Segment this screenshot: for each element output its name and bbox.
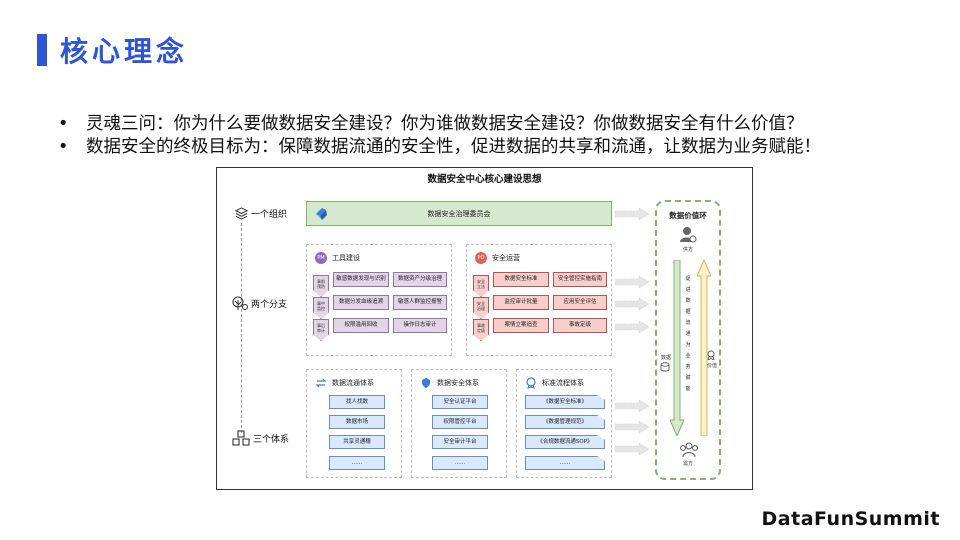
- flow-arrow-icon: [615, 421, 649, 433]
- flow-vertical-text: 促进数据流通为业务赋能: [685, 276, 691, 392]
- pm-item: 权限滥用回收: [333, 318, 389, 333]
- value-side-label: 价值: [706, 363, 717, 369]
- po-item: 应用安全评估: [553, 295, 607, 310]
- row-label-system-text: 三个体系: [253, 434, 290, 445]
- database-icon: [660, 362, 670, 372]
- pm-title: 工具建设: [332, 254, 360, 262]
- system-panel-title: 标准流程体系: [525, 377, 584, 389]
- value-loop-panel: 数据价值环 供方 促进数据流通为业务赋能 数据 价值 需方: [655, 200, 721, 480]
- supplier-label: 供方: [682, 247, 693, 253]
- system-item: 安全审计平台: [432, 435, 488, 449]
- pm-panel: PM 工具建设 事前预防 事中监控 事后审计 敏感数据发现与识别 数据资产分级治…: [306, 244, 452, 356]
- flow-arrow-icon: [615, 443, 649, 455]
- row-label-system: 三个体系: [232, 430, 289, 446]
- pm-item: 操作日志审计: [393, 318, 447, 333]
- po-item: 安全管控实施指南: [553, 272, 607, 287]
- po-item: 案情立案追查: [493, 318, 549, 333]
- row-label-branch-text: 两个分支: [251, 300, 288, 310]
- data-side-label: 数据: [660, 355, 671, 361]
- system-item: ......: [525, 456, 605, 470]
- demander-label: 需方: [682, 461, 693, 467]
- pm-item: 敏感人群监控报警: [393, 295, 447, 310]
- pm-item: 数据资产分级治理: [393, 272, 447, 287]
- system-panel-title: 数据安全体系: [420, 377, 479, 389]
- row-label-branch: 两个分支: [232, 296, 287, 311]
- system-item: 共享灵通穗: [329, 435, 385, 449]
- system-item: ......: [432, 456, 488, 470]
- sprout-icon: [232, 296, 248, 310]
- bullet-item: 灵魂三问：你为什么要做数据安全建设？你为谁做数据安全建设？你做数据安全有什么价值…: [58, 113, 938, 136]
- bullet-list: 灵魂三问：你为什么要做数据安全建设？你为谁做数据安全建设？你做数据安全有什么价值…: [58, 113, 938, 159]
- po-stage-chevron: 安全立法: [473, 275, 489, 297]
- page-title: 核心理念: [60, 35, 189, 68]
- po-stage-chevron: 安全治理: [473, 297, 489, 319]
- system-panel: 数据安全体系 安全认证平台 权限管控平台 安全审计平台 ......: [411, 369, 507, 478]
- supplier-icon: [680, 227, 697, 243]
- system-title: 数据流通体系: [332, 379, 374, 387]
- po-item: 数据安全标准: [493, 272, 549, 287]
- system-item: ......: [329, 456, 385, 470]
- row-label-org: 一个组织: [235, 207, 287, 220]
- flow-arrow-icon: [615, 298, 649, 310]
- system-panel: 标准流程体系 《数据安全标准》 《数据管理规范》 《合规数据流通SOP》 ...…: [516, 369, 612, 478]
- up-flow-arrow-icon: [697, 260, 711, 436]
- po-item: 事故定级: [553, 318, 607, 333]
- pm-item: 数据分发血缘追溯: [333, 295, 389, 310]
- cubes-icon: [232, 430, 250, 446]
- flow-arrow-icon: [615, 276, 649, 288]
- flow-arrow-icon: [615, 208, 649, 220]
- po-badge: PO: [475, 252, 487, 264]
- org-committee-bar: 数据安全治理委员会: [306, 201, 612, 226]
- po-panel-title: PO 安全运营: [475, 252, 520, 264]
- layers-icon: [235, 207, 248, 220]
- pm-panel-title: PM 工具建设: [315, 252, 360, 264]
- badge-icon: [526, 377, 536, 389]
- system-title: 标准流程体系: [542, 379, 584, 387]
- system-item: 安全认证平台: [432, 395, 488, 409]
- system-panel-title: 数据流通体系: [315, 377, 374, 389]
- system-title: 数据安全体系: [437, 379, 479, 387]
- system-panel: 数据流通体系 找人找数 数据市场 共享灵通穗 ......: [306, 369, 402, 478]
- system-item: 《数据管理规范》: [525, 415, 605, 429]
- award-icon: [707, 350, 715, 360]
- pm-stage-chevron: 事后审计: [313, 319, 329, 341]
- pm-stage-chevron: 事前预防: [313, 275, 329, 297]
- flow-arrow-icon: [615, 321, 649, 333]
- shield-icon: [422, 378, 430, 388]
- pm-stage-chevron: 事中监控: [313, 297, 329, 319]
- pm-item: 敏感数据发现与识别: [333, 272, 389, 287]
- system-item: 《数据安全标准》: [525, 395, 605, 409]
- po-item: 监控审计批量: [493, 295, 549, 310]
- flow-arrow-icon: [615, 400, 649, 412]
- committee-logo-icon: [316, 208, 327, 220]
- pm-badge: PM: [315, 252, 327, 264]
- system-item: 数据市场: [329, 415, 385, 429]
- row-label-org-text: 一个组织: [251, 210, 288, 220]
- demander-group-icon: [680, 442, 698, 458]
- org-committee-label: 数据安全治理委员会: [427, 210, 491, 218]
- system-item: 找人找数: [329, 395, 385, 409]
- system-item: 权限管控平台: [432, 415, 488, 429]
- row-connector-line: [241, 223, 242, 433]
- architecture-diagram: 数据安全中心核心建设思想 一个组织 两个分支 三个体系 数据安全治理委员会 PM…: [216, 167, 753, 490]
- value-loop-title: 数据价值环: [669, 211, 707, 220]
- down-flow-arrow-icon: [670, 260, 684, 436]
- po-title: 安全运营: [492, 254, 520, 262]
- exchange-icon: [315, 378, 327, 388]
- diagram-title: 数据安全中心核心建设思想: [427, 174, 542, 185]
- bullet-item: 数据安全的终极目标为：保障数据流通的安全性，促进数据的共享和流通，让数据为业务赋…: [58, 136, 938, 159]
- system-item: 《合规数据流通SOP》: [525, 435, 605, 449]
- po-stage-chevron: 事故定级: [473, 319, 489, 341]
- brand-logo-text: DataFunSummit: [761, 508, 940, 530]
- title-accent-bar: [37, 34, 47, 66]
- po-panel: PO 安全运营 安全立法 安全治理 事故定级 数据安全标准 安全管控实施指南 监…: [466, 244, 612, 356]
